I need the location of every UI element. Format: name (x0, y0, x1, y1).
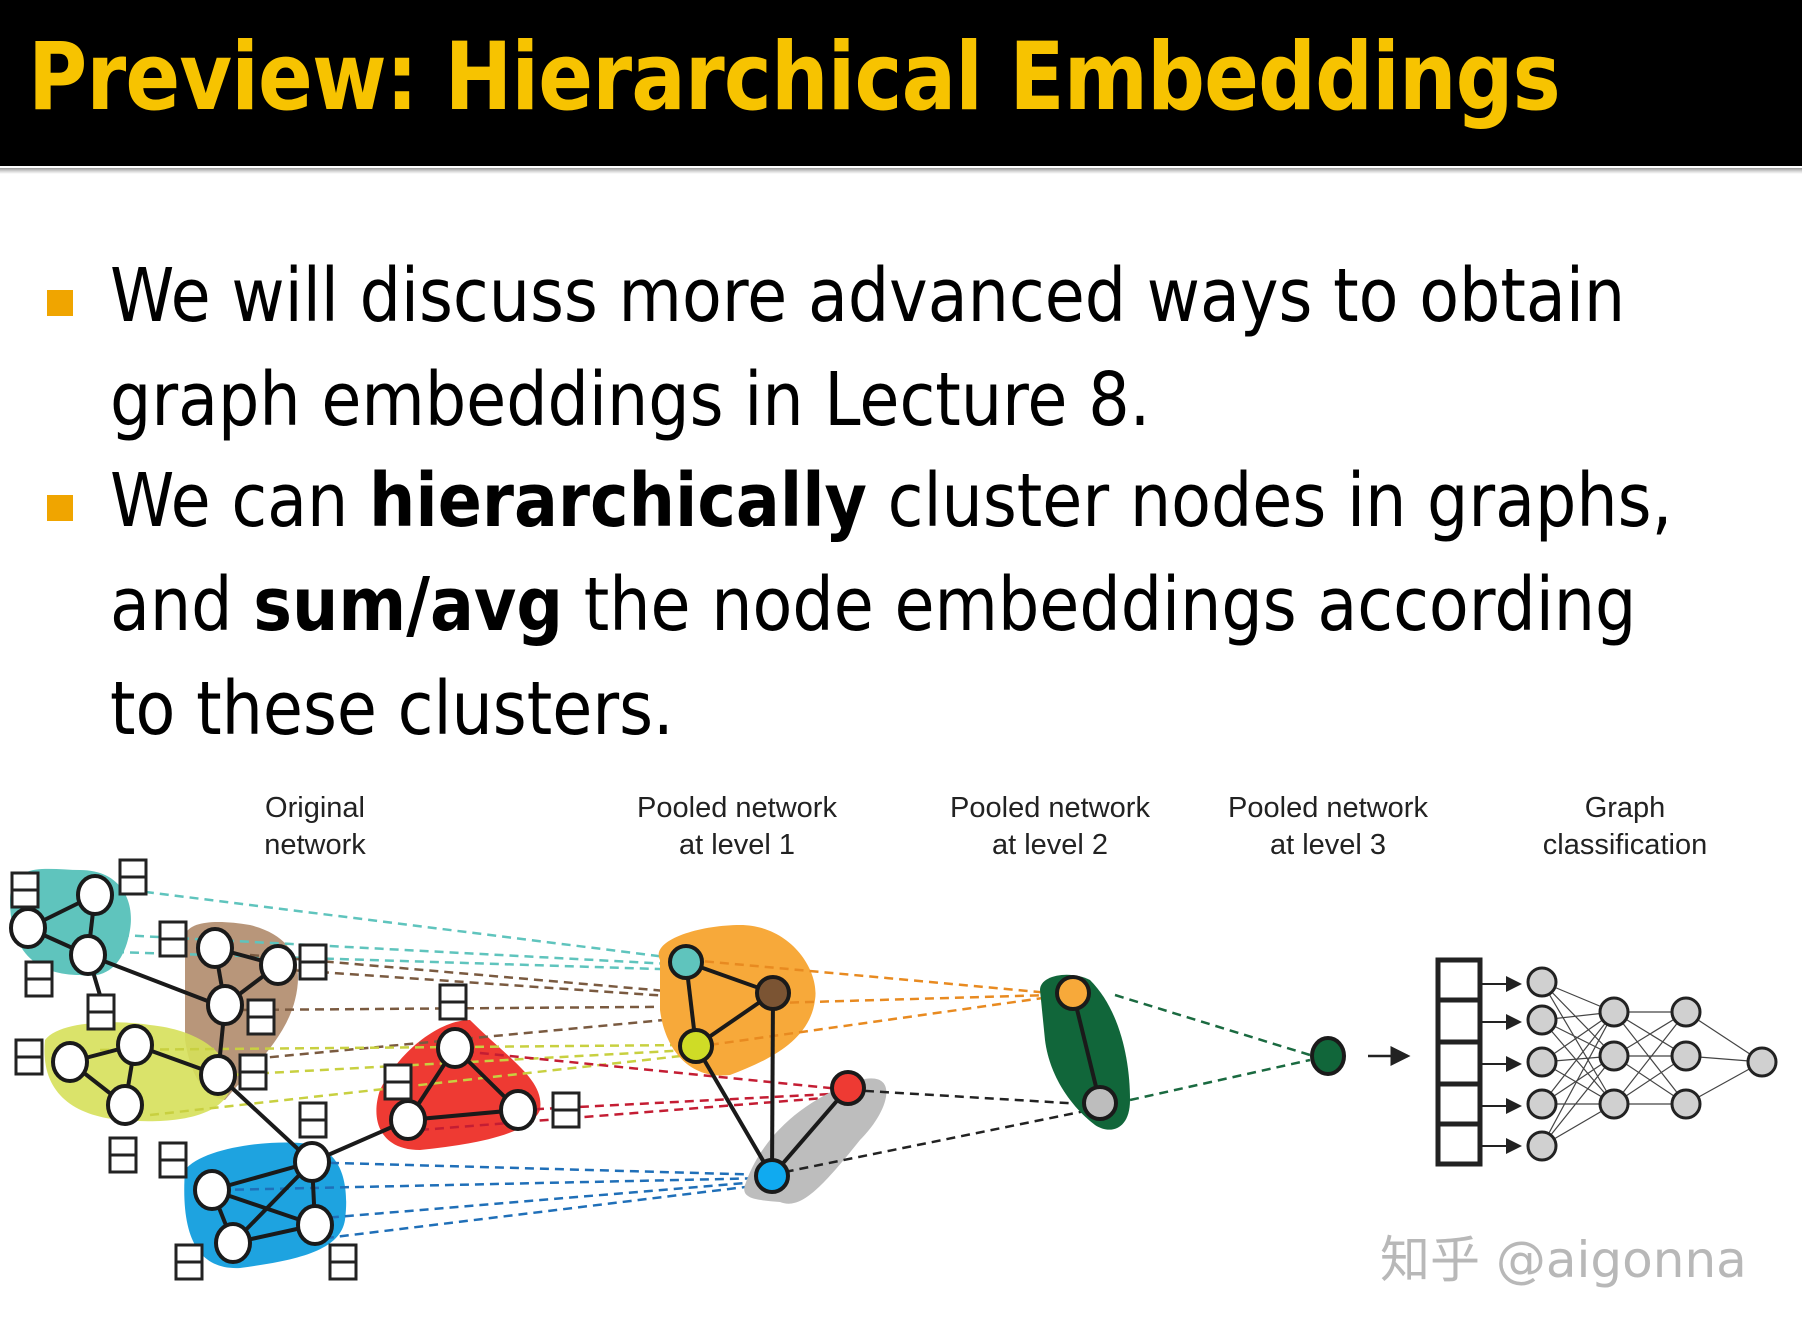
node (76, 874, 114, 916)
label-line: network (264, 829, 366, 861)
text-run: to these clusters. (110, 666, 674, 752)
node (9, 907, 47, 949)
node-red (830, 1070, 866, 1106)
node (106, 1084, 144, 1126)
bullet-line: We can hierarchically cluster nodes in g… (110, 449, 1672, 553)
bullet-square-icon (47, 495, 73, 521)
label-line: at level 1 (678, 829, 796, 861)
stage-label-level1: Pooled network at level 1 (612, 790, 862, 864)
label-line: Original (265, 792, 365, 824)
node (69, 934, 107, 976)
node (499, 1089, 537, 1131)
label-line: at level 3 (1269, 829, 1387, 861)
node-orange (1055, 975, 1091, 1011)
bold-text-run: hierarchically (369, 458, 867, 544)
label-line: Pooled network (1228, 792, 1428, 824)
bullet-square-icon (47, 290, 73, 316)
node (389, 1099, 427, 1141)
node-dark-green (1310, 1036, 1346, 1076)
node (436, 1027, 474, 1069)
neuron (1526, 966, 1558, 998)
neuron (1526, 1004, 1558, 1036)
bullet-text: We can hierarchically cluster nodes in g… (110, 449, 1672, 761)
text-run: We can (110, 458, 370, 544)
stage-label-level2: Pooled network at level 2 (925, 790, 1175, 864)
stage-label-level3: Pooled network at level 3 (1203, 790, 1453, 864)
neuron (1598, 1040, 1630, 1072)
node (116, 1024, 154, 1066)
node-grey (1082, 1085, 1118, 1121)
original-network (9, 858, 851, 1281)
title-divider (0, 168, 1802, 174)
text-run: the node embeddings according (562, 562, 1637, 648)
node-brown (755, 975, 791, 1011)
node (293, 1141, 331, 1183)
node (193, 1169, 231, 1211)
node-lime (678, 1028, 714, 1064)
node (51, 1041, 89, 1083)
label-line: Pooled network (950, 792, 1150, 824)
node-blue (754, 1158, 790, 1194)
bullet-line: graph embeddings in Lecture 8. (110, 348, 1588, 452)
title-bar: Preview: Hierarchical Embeddings (0, 0, 1802, 166)
graph-classifier (1435, 957, 1778, 1167)
node (259, 944, 297, 986)
bullet-line: We will discuss more advanced ways to ob… (110, 244, 1625, 348)
label-line: Graph (1584, 792, 1666, 824)
cluster-lime (44, 1022, 231, 1122)
stage-label-original: Original network (200, 790, 430, 864)
node (214, 1222, 252, 1264)
watermark: 知乎 @aigonna (1380, 1231, 1747, 1289)
bullet-line: and sum/avg the node embeddings accordin… (110, 553, 1636, 657)
neuron (1746, 1046, 1778, 1078)
neuron (1526, 1088, 1558, 1120)
text-run: We will discuss more advanced ways to ob… (110, 253, 1626, 339)
text-run: cluster nodes in graphs, (866, 458, 1673, 544)
neuron (1670, 1088, 1702, 1120)
bold-text-run: sum/avg (253, 562, 563, 648)
neuron (1670, 1040, 1702, 1072)
pooled-level-1 (658, 925, 1101, 1204)
label-line: Pooled network (637, 792, 837, 824)
node (199, 1054, 237, 1096)
text-run: and (110, 562, 254, 648)
neuron (1598, 1088, 1630, 1120)
node (296, 1204, 334, 1246)
slide-title: Preview: Hierarchical Embeddings (28, 23, 1561, 132)
pooled-level-2 (1040, 974, 1311, 1130)
bullet-line: to these clusters. (110, 657, 1588, 761)
node (196, 927, 234, 969)
stage-label-classification: Graph classification (1500, 790, 1750, 864)
label-line: at level 2 (991, 829, 1109, 861)
neuron (1526, 1046, 1558, 1078)
label-line: classification (1542, 829, 1708, 861)
node (206, 984, 244, 1026)
bullet-text: We will discuss more advanced ways to ob… (110, 244, 1625, 452)
pooled-level-3 (1310, 1036, 1411, 1076)
text-run: graph embeddings in Lecture 8. (110, 357, 1151, 443)
neuron (1670, 996, 1702, 1028)
neuron (1598, 996, 1630, 1028)
neuron (1526, 1130, 1558, 1162)
node-teal (668, 944, 704, 980)
